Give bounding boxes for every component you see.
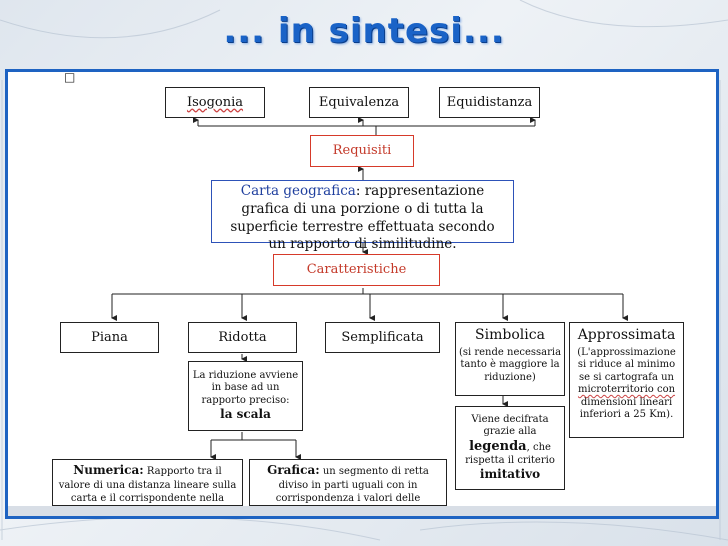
label-isogonia: Isogonia (186, 94, 244, 110)
legenda-note-2: grazie alla (483, 426, 537, 438)
box-riduzione: La riduzione avviene in base ad un rappo… (188, 361, 303, 431)
box-legenda: Viene decifrata grazie alla legenda, che… (455, 406, 565, 490)
definition-text: : rappresentazione grafica di una porzio… (230, 183, 495, 253)
legenda-note-1: Viene decifrata (471, 413, 549, 425)
approssimata-note-1: (L'approssimazione (577, 346, 676, 358)
legenda-term: legenda (469, 438, 527, 454)
legenda-line-3: legenda, che (469, 439, 551, 455)
box-definition: Carta geografica: rappresentazione grafi… (211, 180, 514, 252)
approssimata-note-2: si riduce al minimo (577, 359, 676, 370)
riduzione-note-1: La riduzione avviene (192, 369, 299, 381)
simbolica-note-1: (si rende necessaria (458, 346, 562, 358)
approssimata-note-5: dimensioni lineari (580, 396, 673, 408)
diagram-frame: □ (5, 69, 719, 519)
bottom-band (8, 506, 716, 516)
riduzione-note-3: rapporto preciso: (201, 394, 290, 406)
grafica-text: un segmento di retta diviso in parti ugu… (275, 466, 429, 504)
label-approssimata: Approssimata (577, 327, 676, 343)
numerica-text: Rapporto tra il valore di una distanza l… (58, 466, 237, 504)
simbolica-note-2: tanto è maggiore la (460, 359, 560, 370)
legenda-note-5: rispetta il criterio (465, 454, 555, 466)
box-ridotta: Ridotta (188, 322, 297, 353)
slide-title: ... in sintesi... (223, 11, 505, 51)
box-isogonia: Isogonia (165, 87, 265, 118)
legenda-note-6: imitativo (479, 467, 541, 482)
approssimata-note-4: microterritorio con (577, 384, 676, 395)
riduzione-note-2: in base ad un (211, 382, 280, 394)
label-simbolica: Simbolica (475, 327, 545, 343)
simbolica-note-3: riduzione) (484, 371, 536, 383)
box-equivalenza: Equivalenza (309, 87, 409, 118)
grafica-term: Grafica: (267, 463, 320, 477)
box-caratteristiche: Caratteristiche (273, 254, 440, 286)
box-approssimata: Approssimata (L'approssimazione si riduc… (569, 322, 684, 438)
riduzione-note-4: la scala (220, 407, 271, 422)
approssimata-note-3: se si cartografa un (579, 371, 674, 383)
legenda-note-4: , che (526, 441, 551, 453)
numerica-term: Numerica: (73, 463, 144, 477)
bullet-marker: □ (64, 70, 76, 84)
box-grafica: Grafica: un segmento di retta diviso in … (249, 459, 447, 506)
box-equidistanza: Equidistanza (439, 87, 540, 118)
box-simbolica: Simbolica (si rende necessaria tanto è m… (455, 322, 565, 396)
box-piana: Piana (60, 322, 159, 353)
definition-term: Carta geografica (240, 183, 356, 199)
approssimata-note-6: inferiori a 25 Km). (579, 409, 674, 420)
box-semplificata: Semplificata (325, 322, 440, 353)
box-requisiti: Requisiti (310, 135, 414, 167)
box-numerica: Numerica: Rapporto tra il valore di una … (52, 459, 243, 506)
